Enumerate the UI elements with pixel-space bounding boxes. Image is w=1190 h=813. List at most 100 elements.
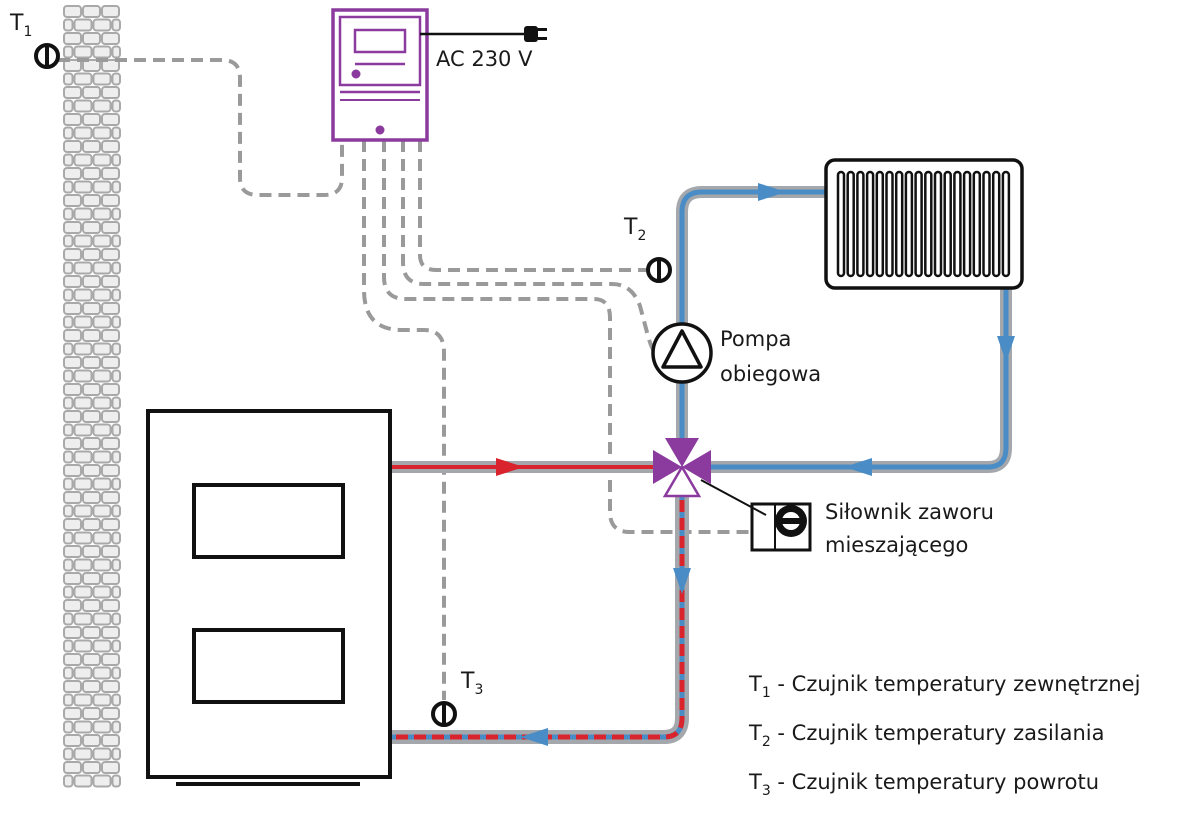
brick (101, 221, 120, 234)
brick (63, 653, 82, 666)
brick (101, 545, 120, 558)
brick (82, 86, 101, 99)
signal-wires (58, 58, 752, 700)
brick (111, 180, 121, 194)
brick (111, 288, 121, 302)
radiator-icon (824, 158, 1024, 290)
arrow-valve-down (673, 568, 691, 594)
brick (73, 99, 93, 113)
brick (73, 477, 93, 491)
boiler-return-red-dash (390, 500, 685, 740)
brick (73, 234, 93, 248)
radiator-fin (943, 170, 952, 278)
brick (63, 720, 74, 734)
brick (82, 113, 101, 126)
radiator-fin (856, 170, 865, 278)
brick (92, 666, 112, 680)
brick (63, 72, 74, 86)
brick (63, 315, 74, 329)
brick (92, 342, 112, 356)
brick (82, 59, 101, 72)
brick (101, 86, 120, 99)
wire-t2 (418, 140, 646, 272)
three-way-valve-icon (653, 438, 711, 498)
brick (101, 113, 120, 126)
brick (111, 747, 121, 761)
brick (111, 585, 121, 599)
arrow-return-left (844, 458, 872, 476)
brick (101, 707, 120, 720)
brick (101, 302, 120, 315)
brick (63, 342, 74, 356)
brick (92, 396, 112, 410)
brick (92, 261, 112, 275)
brick (63, 707, 82, 720)
arrow-supply-right (496, 458, 524, 476)
brick (63, 221, 82, 234)
brick (111, 720, 121, 734)
brick (82, 734, 101, 747)
brick (63, 437, 82, 450)
brick (63, 45, 74, 59)
brick (63, 86, 82, 99)
brick (82, 194, 101, 207)
brick (101, 653, 120, 666)
brick (82, 383, 101, 396)
brick (63, 356, 82, 369)
flow-pipe-blue (679, 189, 826, 446)
brick (92, 531, 112, 545)
brick (111, 234, 121, 248)
brick (101, 275, 120, 288)
brick (63, 545, 82, 558)
brick (63, 329, 82, 342)
brick (101, 734, 120, 747)
brick (63, 585, 74, 599)
arrow-radiator-down (997, 336, 1015, 362)
brick (63, 599, 82, 612)
brick (63, 774, 74, 788)
brick (82, 491, 101, 504)
actuator-label-line2: mieszającego (825, 533, 968, 557)
brick (63, 234, 74, 248)
radiator-fin (1001, 170, 1011, 278)
brick (92, 207, 112, 221)
brick (63, 5, 82, 18)
brick (63, 450, 74, 464)
brick (92, 126, 112, 140)
brick (63, 423, 74, 437)
brick (92, 774, 112, 788)
brick (111, 423, 121, 437)
brick (73, 45, 93, 59)
brick (63, 140, 82, 153)
brick (82, 599, 101, 612)
brick (92, 747, 112, 761)
brick (63, 167, 82, 180)
brick (73, 531, 93, 545)
brick (101, 599, 120, 612)
legend-item-t1: T1 - Czujnik temperatury zewnętrznej (748, 672, 1140, 701)
brick (92, 720, 112, 734)
brick (101, 410, 120, 423)
brick (63, 747, 74, 761)
brick (111, 207, 121, 221)
actuator-icon (700, 479, 812, 552)
legend: T1 - Czujnik temperatury zewnętrznej T2 … (748, 672, 1140, 799)
radiator-fin (933, 170, 943, 278)
brick (101, 491, 120, 504)
brick (82, 464, 101, 477)
brick (92, 585, 112, 599)
brick (73, 585, 93, 599)
brick (73, 369, 93, 383)
brick (73, 315, 93, 329)
brick (92, 72, 112, 86)
t2-label: T2 (623, 215, 646, 244)
brick (82, 167, 101, 180)
t3-label: T3 (460, 669, 483, 698)
brick (82, 275, 101, 288)
return-pipe-blue (708, 288, 1009, 470)
brick (111, 477, 121, 491)
brick (101, 32, 120, 45)
brick (82, 248, 101, 261)
brick (82, 545, 101, 558)
brick (73, 774, 93, 788)
